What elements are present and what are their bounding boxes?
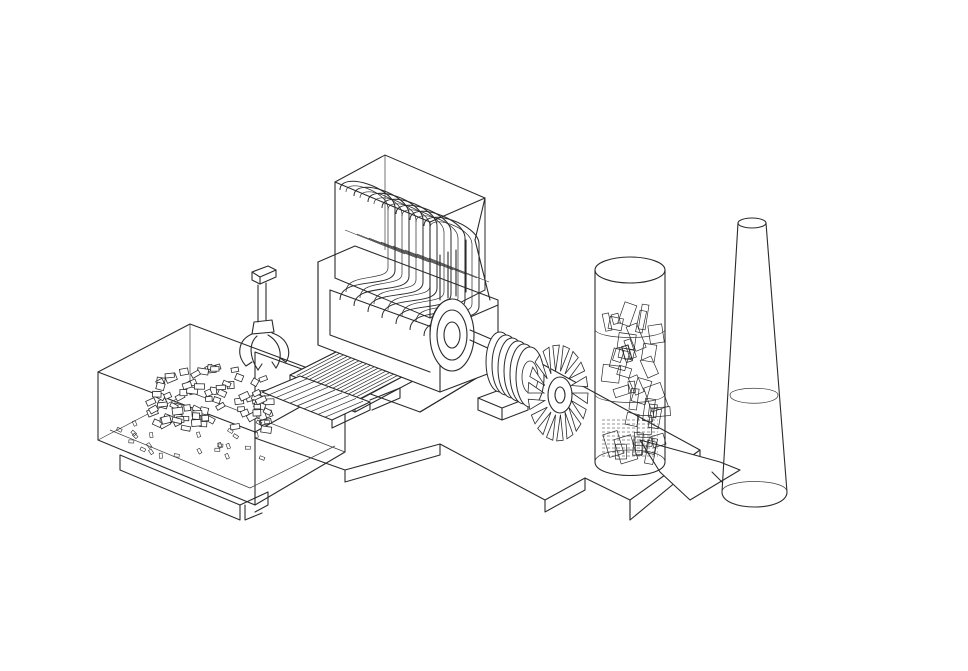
waste-block	[203, 388, 213, 398]
waste-block	[260, 425, 273, 434]
chimney-stack	[711, 217, 788, 508]
waste-block	[230, 366, 240, 374]
waste-block	[221, 379, 232, 388]
waste-debris	[264, 420, 271, 425]
waste-debris	[225, 442, 231, 450]
waste-block	[201, 414, 210, 422]
waste-block	[215, 401, 226, 411]
waste-debris	[258, 455, 266, 461]
grab-crane	[239, 265, 290, 371]
waste-debris	[244, 445, 251, 450]
waste-block	[238, 390, 251, 402]
waste-block	[147, 404, 159, 415]
waste-block	[171, 406, 184, 416]
waste-debris	[128, 439, 135, 444]
waste-block	[190, 418, 202, 428]
waste-block	[160, 414, 172, 425]
waste-block	[183, 404, 192, 412]
waste-block	[212, 396, 222, 405]
waste-block	[216, 388, 228, 399]
flue-gas-cleaning-tower	[594, 256, 671, 476]
steam-turbine	[429, 298, 589, 442]
waste-block	[258, 374, 269, 383]
waste-debris	[217, 441, 223, 449]
waste-debris	[149, 432, 154, 439]
waste-block	[156, 401, 168, 408]
waste-debris	[255, 419, 263, 426]
waste-debris	[227, 427, 234, 434]
waste-block	[254, 395, 268, 406]
waste-block	[178, 367, 190, 377]
waste-block	[145, 397, 157, 407]
waste-debris	[173, 453, 180, 458]
waste-debris	[131, 420, 138, 427]
waste-block	[190, 369, 202, 379]
waste-debris	[232, 433, 240, 440]
waste-block	[215, 384, 226, 391]
waste-block	[164, 372, 175, 379]
waste-block	[180, 424, 192, 432]
waste-debris	[158, 452, 163, 459]
waste-debris	[146, 442, 153, 449]
waste-block	[210, 366, 220, 372]
waste-debris	[224, 453, 230, 460]
waste-debris	[131, 432, 139, 440]
waste-block	[262, 407, 273, 416]
waste-debris	[139, 446, 147, 453]
waste-block	[179, 389, 188, 397]
waste-block	[152, 390, 162, 398]
waste-block	[252, 409, 262, 417]
waste-debris	[195, 431, 202, 438]
waste-block	[205, 395, 213, 402]
waste-block	[163, 391, 173, 400]
waste-debris	[196, 447, 203, 455]
waste-block	[251, 388, 262, 398]
waste-debris	[214, 447, 221, 452]
waste-debris	[148, 448, 155, 456]
waste-debris	[115, 426, 123, 433]
waste-debris	[217, 443, 224, 448]
waste-pile	[115, 363, 275, 461]
waste-block	[191, 412, 201, 420]
waste-block	[171, 416, 183, 425]
waste-debris	[130, 429, 137, 437]
waste-block	[234, 372, 245, 383]
waste-block	[250, 377, 260, 388]
waste-block	[229, 423, 241, 431]
waste-block	[194, 383, 206, 390]
waste-block	[151, 418, 163, 429]
waste-block	[181, 381, 193, 391]
waste-debris	[254, 431, 259, 438]
waste-block	[155, 381, 166, 392]
